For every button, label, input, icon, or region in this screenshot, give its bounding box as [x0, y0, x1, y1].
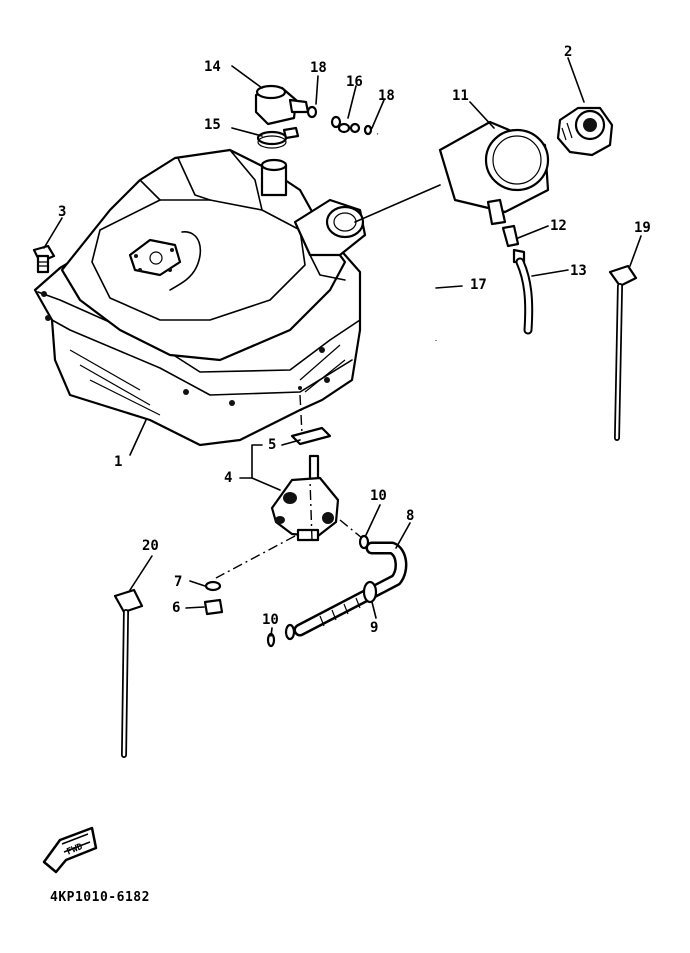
callout-11: 11 — [452, 88, 469, 104]
fuel-filler-cap — [556, 106, 614, 157]
callout-10-upper: 10 — [370, 488, 387, 504]
callout-9: 9 — [370, 620, 378, 636]
callout-1: 1 — [114, 454, 122, 470]
callout-20: 20 — [142, 538, 159, 554]
assembly-lines — [215, 394, 363, 579]
hose-joint — [501, 224, 526, 264]
hose-clip — [256, 126, 300, 149]
mounting-bolt — [32, 244, 56, 274]
hose-clips-10 — [266, 534, 370, 648]
drain-hose — [515, 257, 534, 335]
callout-14: 14 — [204, 59, 221, 75]
callout-18-left: 18 — [310, 60, 327, 76]
breather-cap — [254, 84, 310, 126]
callout-4: 4 — [224, 470, 232, 486]
callout-7: 7 — [174, 574, 182, 590]
callout-2: 2 — [564, 44, 572, 60]
callout-17: 17 — [470, 277, 487, 293]
callout-19: 19 — [634, 220, 651, 236]
drawing-code: 4KP1010-6182 — [50, 890, 150, 905]
callout-13: 13 — [570, 263, 587, 279]
fuel-tank — [33, 148, 367, 447]
fuel-hose — [284, 541, 408, 641]
cable-tie-20 — [113, 588, 144, 758]
callout-15: 15 — [204, 117, 221, 133]
callout-5: 5 — [268, 437, 276, 453]
washer-and-nut — [203, 580, 224, 616]
leader-lines — [43, 57, 642, 637]
callout-16: 16 — [346, 74, 363, 90]
cable-tie-19 — [608, 264, 638, 441]
callout-labels: 14 18 16 18 11 2 15 3 12 19 13 17 1 5 4 … — [58, 44, 651, 636]
callout-3: 3 — [58, 204, 66, 220]
filler-sleeve — [438, 120, 550, 226]
callout-8: 8 — [406, 508, 414, 524]
callout-6: 6 — [172, 600, 180, 616]
fuel-cock — [270, 426, 340, 542]
front-direction-arrow: FWD — [42, 826, 98, 874]
callout-18-right: 18 — [378, 88, 395, 104]
breather-hose — [377, 132, 438, 341]
clips — [306, 105, 373, 136]
callout-10-lower: 10 — [262, 612, 279, 628]
callout-12: 12 — [550, 218, 567, 234]
